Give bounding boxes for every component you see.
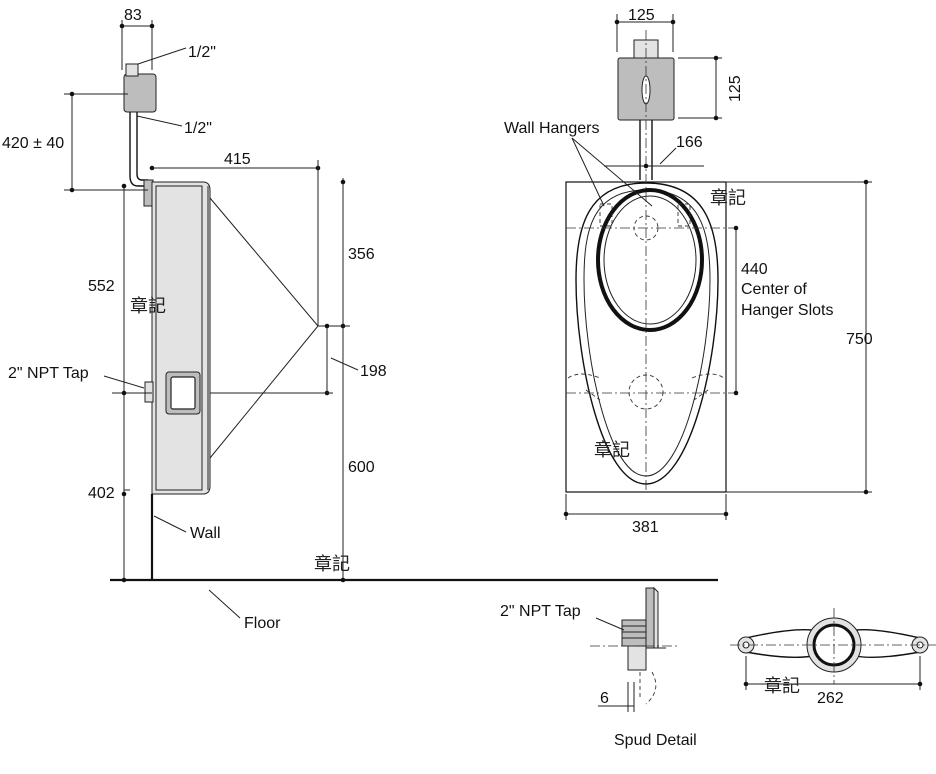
dim-402: 402 [88,485,115,502]
label-floor: Floor [244,615,281,632]
label-wall: Wall [190,525,221,542]
dim-125-width: 125 [628,7,655,24]
label-spud-detail: Spud Detail [614,732,697,749]
dim-125-height: 125 [727,75,744,102]
dim-750: 750 [846,331,873,348]
side-supply-pipe [129,112,148,187]
watermark-4: 章記 [314,554,350,575]
side-valve-inlet [125,63,139,77]
dim-356: 356 [348,246,375,263]
dim-198: 198 [360,363,387,380]
front-bowl-opening [596,188,704,332]
side-flush-valve [123,73,157,113]
spud-detail: 6 2" NPT Tap Spud Detail [500,586,697,749]
label-wall-hangers: Wall Hangers [504,120,599,137]
dim-415: 415 [224,151,251,168]
dim-600: 600 [348,459,375,476]
dim-83: 83 [124,7,142,24]
watermark-1: 章記 [130,296,166,317]
dim-6: 6 [600,690,609,707]
label-npt-tap-side: 2" NPT Tap [8,365,89,382]
watermark-3: 章記 [594,440,630,461]
label-npt-tap-spud: 2" NPT Tap [500,603,581,620]
watermark-5: 章記 [764,676,800,697]
dim-166: 166 [676,134,703,151]
dim-381: 381 [632,519,659,536]
side-fixture-body [151,181,211,495]
dim-262: 262 [817,690,844,707]
label-half-inch-bottom: 1/2" [184,120,212,137]
flange-plan: 262 [730,608,936,707]
watermark-2: 章記 [710,188,746,209]
label-hanger-slots: Hanger Slots [741,302,834,319]
dim-552: 552 [88,278,115,295]
side-view: 83 1/2" 1/2" 420 ± 40 415 356 600 198 55… [2,7,718,632]
label-half-inch-top: 1/2" [188,44,216,61]
dim-420: 420 ± 40 [2,135,64,152]
front-view: 125 125 Wall Hangers [504,7,873,536]
dim-440: 440 [741,261,768,278]
label-center-of: Center of [741,281,807,298]
